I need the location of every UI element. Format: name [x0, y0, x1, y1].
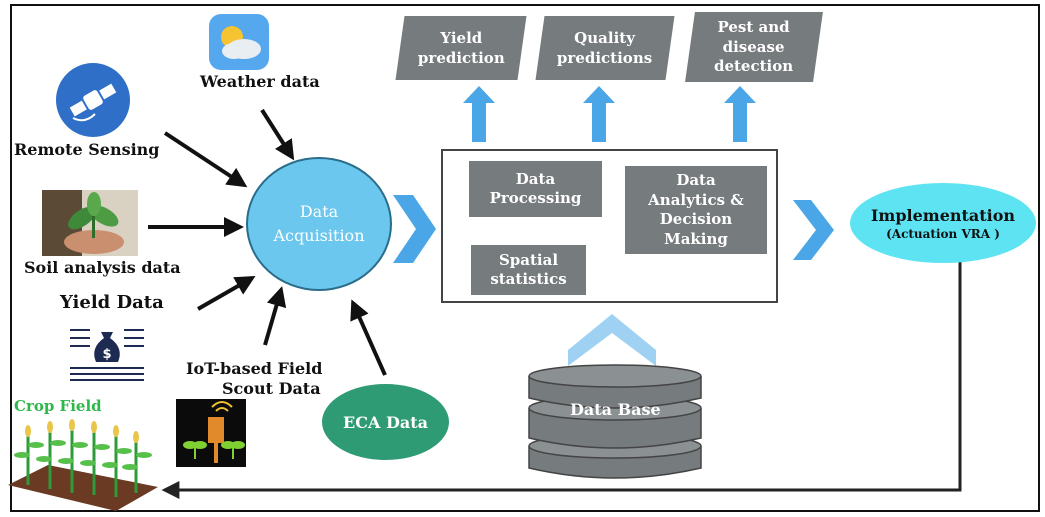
- weather-icon: [208, 13, 270, 75]
- data-analytics-line2: Analytics &: [648, 190, 744, 209]
- data-analytics-line1: Data: [676, 171, 716, 189]
- data-analytics-box: Data Analytics & Decision Making: [625, 166, 767, 254]
- quality-predictions-box: Quality predictions: [535, 16, 675, 80]
- arrow-iot: [263, 286, 287, 346]
- data-processing-line1: Data: [515, 169, 556, 188]
- up-arrow-pest: [724, 86, 756, 142]
- data-acquisition-node: Data Acquisition: [246, 157, 392, 291]
- chevron-arrow-2: [793, 200, 834, 260]
- iot-sensor-icon: [176, 399, 246, 471]
- iot-label-line1: IoT-based Field: [186, 359, 323, 378]
- satellite-icon: [55, 62, 131, 142]
- eca-data-node: ECA Data: [322, 384, 449, 460]
- crop-field-icon: [8, 415, 158, 515]
- feedback-line: [161, 262, 962, 499]
- iot-label-line2: Scout Data: [222, 379, 321, 398]
- acquisition-line1: Data: [299, 202, 339, 221]
- chevron-arrow-1: [393, 195, 436, 263]
- quality-predictions-line2: predictions: [557, 48, 653, 66]
- arrow-eca: [350, 299, 387, 376]
- soil-analysis-label: Soil analysis data: [24, 258, 181, 277]
- data-analytics-line3: Decision: [659, 210, 733, 228]
- yield-prediction-line1: Yield: [440, 28, 482, 47]
- svg-text:$: $: [102, 347, 111, 362]
- arrow-weather: [260, 108, 295, 161]
- yield-prediction-line2: prediction: [417, 48, 505, 66]
- data-processing-box: Data Processing: [469, 161, 602, 217]
- pest-detection-line1: Pest and: [717, 17, 791, 36]
- data-processing-line2: Processing: [489, 189, 582, 207]
- spatial-statistics-line2: statistics: [490, 270, 567, 288]
- implementation-title: Implementation: [870, 205, 1016, 225]
- yield-prediction-box: Yield prediction: [395, 16, 527, 80]
- acquisition-line2: Acquisition: [273, 226, 365, 245]
- money-bag-icon: $: [66, 318, 148, 386]
- remote-sensing-label: Remote Sensing: [14, 140, 160, 159]
- up-arrow-quality: [583, 86, 615, 142]
- database-up-chevron: [568, 314, 656, 366]
- spatial-statistics-box: Spatial statistics: [471, 245, 586, 295]
- weather-data-label: Weather data: [200, 72, 320, 91]
- up-arrow-yield: [463, 86, 495, 142]
- yield-data-label: Yield Data: [60, 292, 164, 313]
- arrow-yield: [197, 276, 256, 311]
- spatial-statistics-line1: Spatial: [498, 250, 559, 269]
- pest-detection-line3: detection: [714, 56, 794, 75]
- database-label: Data Base: [570, 400, 661, 419]
- arrow-remote-sensing: [163, 131, 248, 188]
- pest-detection-line2: disease: [723, 37, 785, 56]
- implementation-node: Implementation (Actuation VRA ): [850, 183, 1036, 263]
- plant-hand-icon: [42, 190, 138, 260]
- quality-predictions-line1: Quality: [574, 28, 636, 47]
- database-icon: [525, 364, 705, 484]
- crop-field-label: Crop Field: [14, 397, 102, 415]
- implementation-subtitle: (Actuation VRA ): [886, 226, 1000, 241]
- pest-detection-box: Pest and disease detection: [685, 12, 823, 82]
- data-analytics-line4: Making: [664, 229, 728, 248]
- diagram-frame: [10, 4, 1040, 512]
